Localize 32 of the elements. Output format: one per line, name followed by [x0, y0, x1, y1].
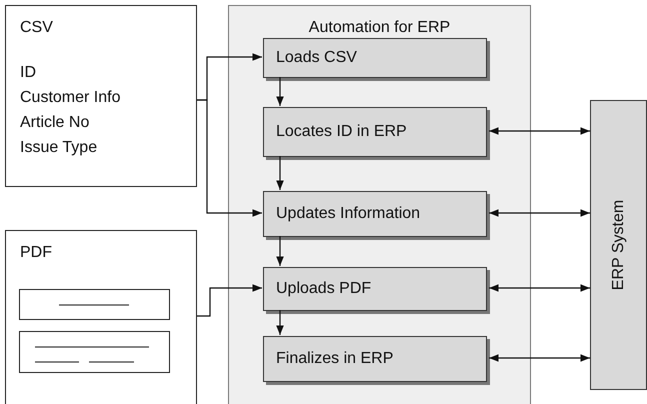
field-label: Article No	[20, 113, 90, 133]
arrow	[276, 156, 284, 190]
step-label: Loads CSV	[276, 48, 357, 68]
arrow	[276, 236, 284, 266]
source-box	[5, 230, 197, 404]
arrow	[489, 209, 590, 217]
arrow	[489, 127, 590, 135]
automation-container	[228, 5, 531, 404]
process-box	[263, 107, 487, 157]
step-label: Updates Information	[276, 204, 420, 224]
container-title: Automation for ERP	[308, 18, 452, 38]
source-box	[5, 5, 197, 187]
step-label: Finalizes in ERP	[276, 349, 394, 369]
arrow	[276, 310, 284, 335]
step-label: Locates ID in ERP	[276, 122, 407, 142]
process-box	[263, 267, 487, 311]
box-heading: PDF	[20, 243, 52, 263]
process-box	[263, 191, 487, 237]
arrow	[489, 354, 590, 362]
field-label: Customer Info	[20, 88, 120, 108]
process-box	[263, 38, 487, 78]
step-label: Uploads PDF	[276, 279, 372, 299]
field-label: ID	[20, 63, 36, 83]
field-label: Issue Type	[20, 138, 98, 158]
system-label: ERP System	[608, 200, 628, 290]
arrow	[489, 284, 590, 292]
process-box	[263, 336, 487, 382]
arrow	[276, 77, 284, 106]
arrow	[197, 284, 262, 317]
arrow	[197, 99, 262, 217]
box-heading: CSV	[20, 18, 53, 38]
system-box	[590, 100, 647, 390]
